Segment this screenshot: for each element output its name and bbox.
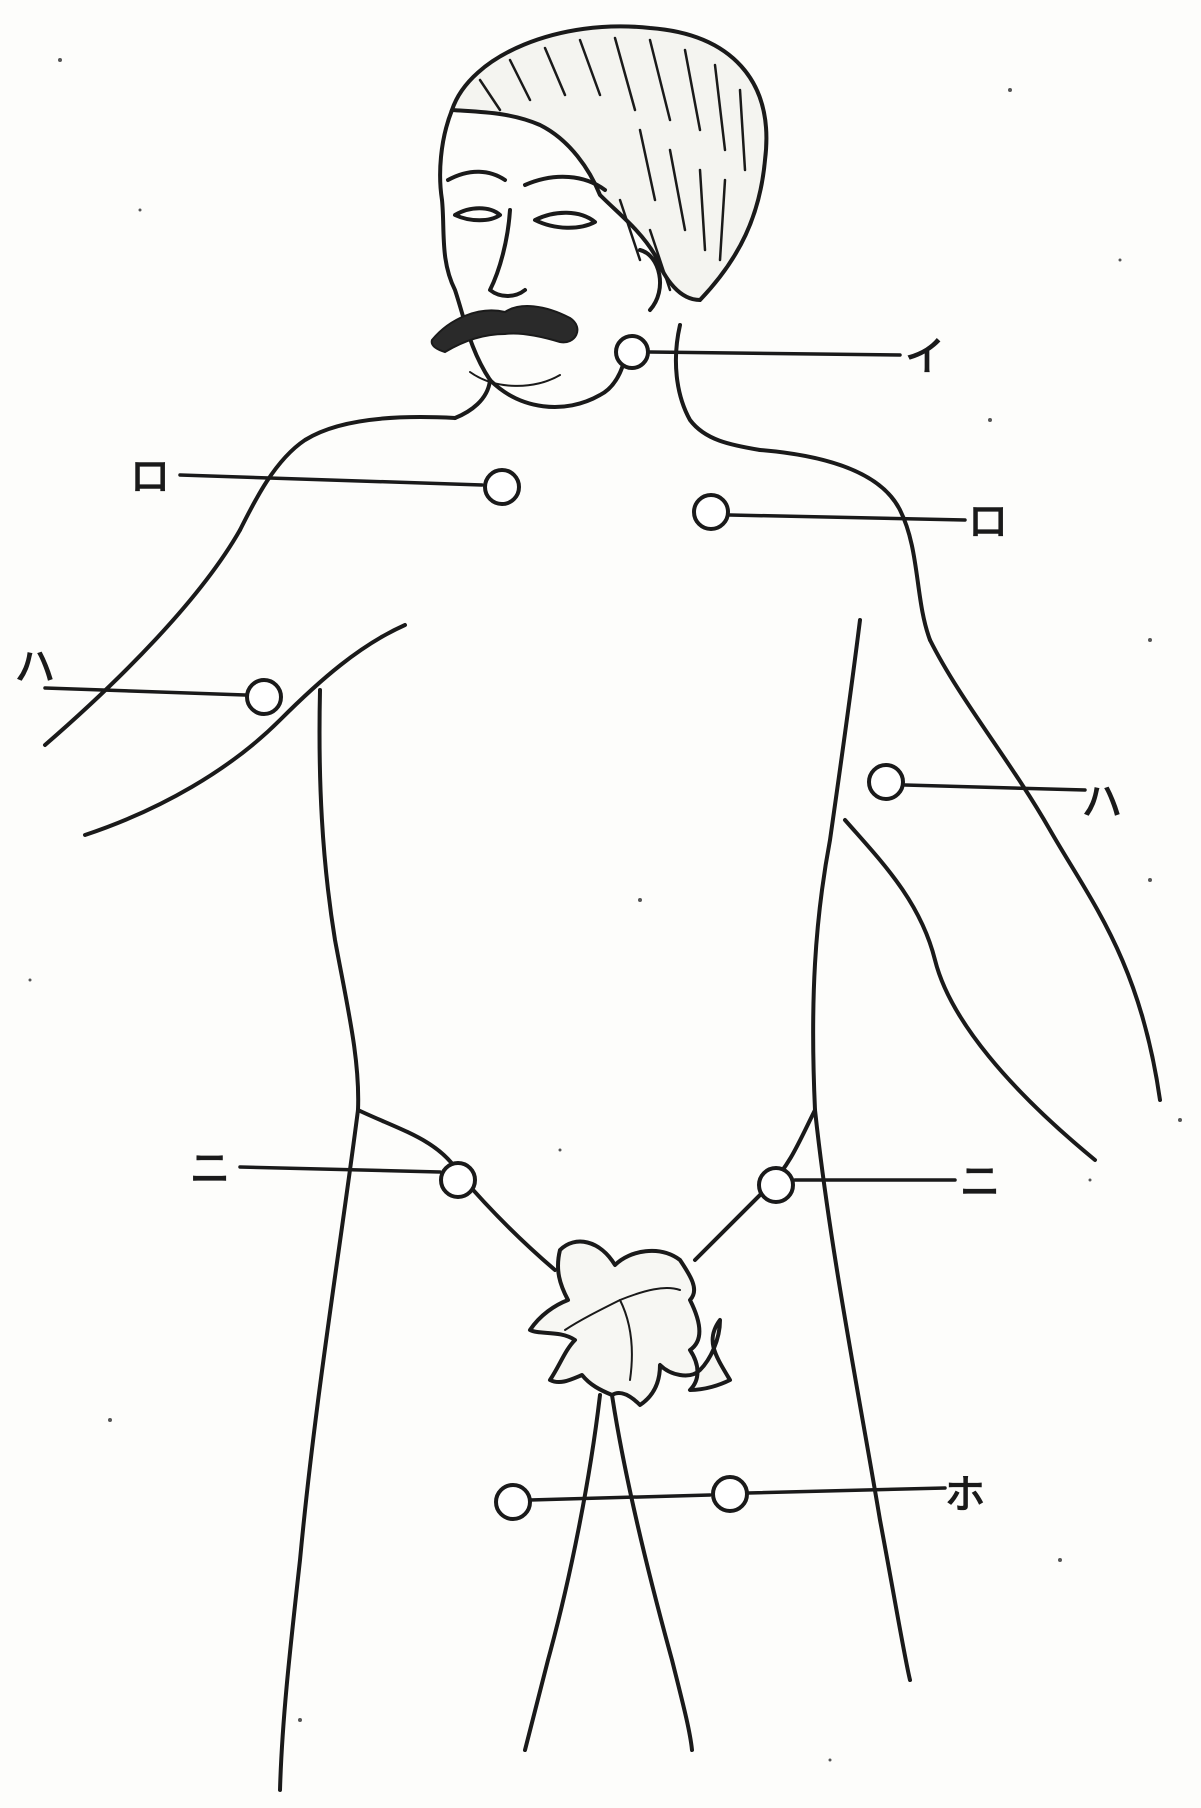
leg-viewer-left-outer (280, 1110, 358, 1790)
torso-side-viewer-right (813, 620, 860, 1110)
shoulder-viewer-left (240, 417, 455, 530)
point-ho: ホ (496, 1472, 985, 1519)
chin (470, 372, 560, 386)
left-eye (455, 208, 500, 220)
leader-ho-inner (530, 1495, 710, 1500)
label-ro-viewer-right: ロ (968, 499, 1008, 545)
label-ha-viewer-right: ハ (1082, 779, 1122, 825)
marker-ho-viewer-right (713, 1477, 747, 1511)
paper-texture (29, 58, 1183, 1762)
neck-left (455, 380, 490, 418)
marker-ro-viewer-right (694, 495, 728, 529)
leader-ha-viewer-left (45, 688, 245, 695)
point-ni-viewer-left: ニ (190, 1146, 475, 1197)
label-ni-viewer-left: ニ (190, 1146, 230, 1192)
leader-i (650, 352, 900, 355)
leader-ro-viewer-right (730, 515, 965, 520)
label-ro-viewer-left: ロ (130, 454, 170, 500)
head (432, 26, 767, 407)
label-i: イ (905, 334, 945, 380)
leader-ro-viewer-left (180, 475, 482, 485)
point-ni-viewer-right: ニ (759, 1159, 1000, 1205)
marker-ha-viewer-right (869, 765, 903, 799)
torso-side-viewer-left (320, 690, 359, 1110)
arm-viewer-right-inner (845, 820, 1095, 1160)
fig-leaf (530, 1242, 730, 1405)
point-ha-viewer-left: ハ (15, 644, 281, 714)
leg-inner-left (525, 1395, 600, 1750)
arm-viewer-left-inner (85, 625, 405, 835)
point-ro-viewer-right: ロ (694, 495, 1008, 545)
point-i: イ (616, 334, 945, 380)
leg-inner-right (612, 1395, 692, 1750)
shoulder-viewer-right (760, 450, 930, 640)
left-eyebrow (448, 172, 505, 180)
leader-ni-viewer-left (240, 1167, 440, 1172)
leader-ho-outer (748, 1488, 945, 1493)
label-ho: ホ (945, 1472, 985, 1518)
point-ro-viewer-left: ロ (130, 454, 519, 504)
nose (490, 210, 525, 296)
marker-i (616, 336, 648, 368)
marker-ni-viewer-left (441, 1163, 475, 1197)
label-ni-viewer-right: ニ (960, 1159, 1000, 1205)
marker-ni-viewer-right (759, 1168, 793, 1202)
leader-ha-viewer-right (905, 785, 1085, 790)
point-ha-viewer-right: ハ (869, 765, 1122, 825)
mustache (432, 306, 578, 352)
marker-ho-viewer-left (496, 1485, 530, 1519)
waist-line-right (695, 1110, 815, 1260)
leg-viewer-right-outer (815, 1110, 910, 1680)
marker-ha-viewer-left (247, 680, 281, 714)
neck-right (676, 325, 760, 450)
arm-viewer-right-outer (930, 640, 1160, 1100)
right-eye (535, 213, 595, 228)
label-ha-viewer-left: ハ (15, 644, 55, 690)
arm-viewer-left-outer (45, 530, 240, 745)
marker-ro-viewer-left (485, 470, 519, 504)
